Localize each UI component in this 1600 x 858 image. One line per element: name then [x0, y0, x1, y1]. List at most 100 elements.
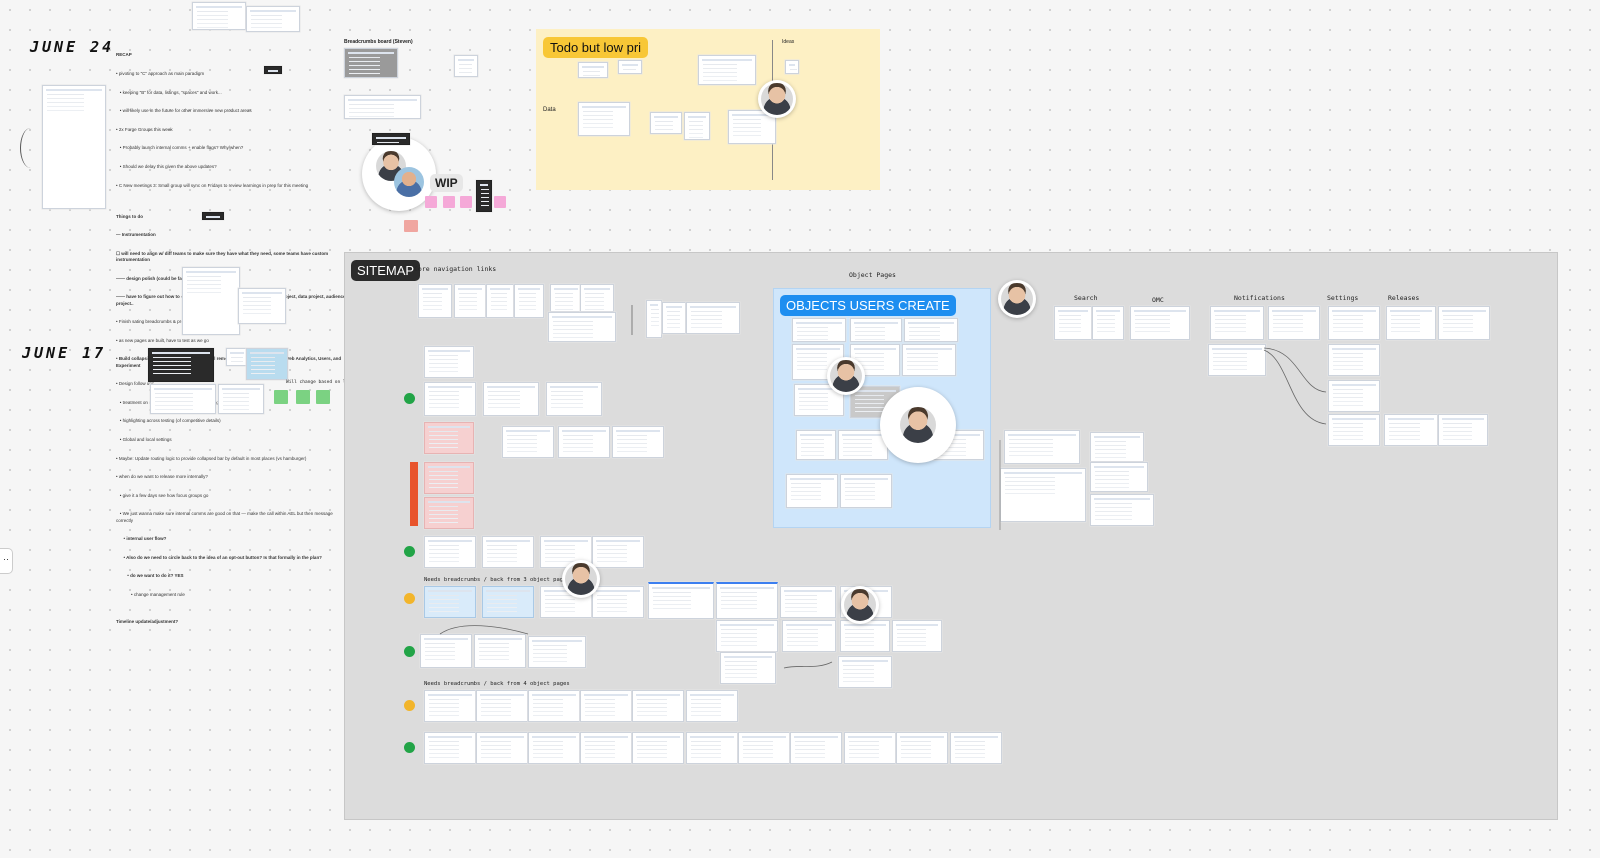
page-thumbnail[interactable] — [476, 690, 528, 722]
page-thumbnail[interactable] — [632, 732, 684, 764]
page-thumbnail[interactable] — [686, 732, 738, 764]
releases-page-thumbnail[interactable] — [1384, 414, 1438, 446]
page-thumbnail[interactable] — [1090, 494, 1154, 526]
page-thumbnail[interactable] — [790, 732, 842, 764]
search-page-thumbnail[interactable] — [1054, 306, 1092, 340]
screenshot-thumbnail[interactable] — [246, 6, 300, 32]
screenshot-thumbnail[interactable] — [218, 384, 264, 414]
avatar[interactable] — [827, 357, 865, 395]
todo-thumbnail[interactable] — [618, 60, 642, 74]
page-thumbnail[interactable] — [580, 690, 632, 722]
avatar-large[interactable] — [880, 387, 956, 463]
page-thumbnail[interactable] — [738, 732, 790, 764]
page-thumbnail[interactable] — [720, 652, 776, 684]
page-thumbnail[interactable] — [482, 536, 534, 568]
pink-sticky-note[interactable] — [460, 196, 472, 208]
avatar[interactable] — [841, 586, 879, 624]
object-page-thumbnail[interactable] — [796, 430, 836, 460]
screenshot-thumbnail[interactable] — [182, 267, 240, 335]
page-thumbnail[interactable] — [580, 284, 614, 312]
settings-page-thumbnail[interactable] — [1328, 414, 1380, 446]
search-page-thumbnail[interactable] — [1092, 306, 1124, 340]
breadcrumbs-thumbnail[interactable] — [454, 55, 478, 77]
document-thumbnail[interactable] — [42, 85, 106, 209]
page-thumbnail[interactable] — [1090, 432, 1144, 462]
page-thumbnail[interactable] — [592, 536, 644, 568]
terminal-screenshot-thumbnail[interactable] — [148, 348, 214, 382]
page-thumbnail[interactable] — [424, 690, 476, 722]
page-thumbnail[interactable] — [424, 346, 474, 378]
notifications-page-thumbnail[interactable] — [1268, 306, 1320, 340]
object-page-thumbnail[interactable] — [840, 474, 892, 508]
page-thumbnail[interactable] — [548, 312, 616, 342]
releases-page-thumbnail[interactable] — [1438, 414, 1488, 446]
page-thumbnail[interactable] — [424, 422, 474, 454]
page-thumbnail[interactable] — [546, 382, 602, 416]
page-thumbnail[interactable] — [782, 620, 836, 652]
screenshot-thumbnail[interactable] — [476, 180, 492, 212]
page-thumbnail[interactable] — [716, 620, 778, 652]
todo-tag[interactable]: Todo but low pri — [543, 37, 649, 58]
page-thumbnail[interactable] — [686, 302, 740, 334]
page-thumbnail[interactable] — [528, 732, 580, 764]
code-snippet-thumbnail[interactable] — [202, 212, 224, 220]
page-thumbnail[interactable] — [662, 302, 686, 334]
page-thumbnail[interactable] — [424, 536, 476, 568]
page-thumbnail[interactable] — [502, 426, 554, 458]
notifications-page-thumbnail[interactable] — [1210, 306, 1264, 340]
wip-tag[interactable]: WIP — [430, 174, 463, 192]
page-thumbnail[interactable] — [896, 732, 948, 764]
diagram-thumbnail[interactable] — [246, 348, 288, 380]
page-thumbnail[interactable] — [592, 586, 644, 618]
screenshot-thumbnail[interactable] — [150, 384, 216, 414]
page-thumbnail[interactable] — [950, 732, 1002, 764]
page-thumbnail[interactable] — [892, 620, 942, 652]
green-sticky-note[interactable] — [296, 390, 310, 404]
green-sticky-note[interactable] — [274, 390, 288, 404]
breadcrumbs-thumbnail[interactable] — [344, 95, 421, 119]
page-thumbnail[interactable] — [418, 284, 452, 318]
objects-users-create-tag[interactable]: OBJECTS USERS CREATE — [780, 295, 956, 316]
avatar[interactable] — [562, 560, 600, 598]
todo-thumbnail[interactable] — [684, 112, 710, 140]
page-thumbnail[interactable] — [838, 656, 892, 688]
object-page-thumbnail[interactable] — [902, 344, 956, 376]
page-thumbnail[interactable] — [580, 732, 632, 764]
settings-page-thumbnail[interactable] — [1328, 306, 1380, 340]
green-sticky-note[interactable] — [316, 390, 330, 404]
page-thumbnail[interactable] — [648, 582, 714, 619]
avatar-group[interactable] — [362, 137, 436, 211]
page-thumbnail[interactable] — [474, 634, 526, 668]
todo-thumbnail[interactable] — [650, 112, 682, 134]
todo-thumbnail[interactable] — [785, 60, 799, 74]
page-thumbnail[interactable] — [646, 300, 662, 338]
avatar[interactable] — [998, 280, 1036, 318]
notifications-page-thumbnail[interactable] — [1208, 344, 1266, 376]
page-thumbnail[interactable] — [686, 690, 738, 722]
settings-page-thumbnail[interactable] — [1328, 344, 1380, 376]
object-page-thumbnail[interactable] — [792, 318, 846, 342]
code-snippet-thumbnail[interactable] — [264, 66, 282, 74]
object-page-thumbnail[interactable] — [794, 384, 844, 416]
page-thumbnail[interactable] — [612, 426, 664, 458]
page-thumbnail[interactable] — [482, 586, 534, 618]
page-thumbnail[interactable] — [420, 634, 472, 668]
sitemap-tag[interactable]: SITEMAP — [351, 260, 421, 281]
screenshot-thumbnail[interactable] — [192, 2, 246, 30]
releases-page-thumbnail[interactable] — [1386, 306, 1436, 340]
pink-sticky-note[interactable] — [494, 196, 506, 208]
page-thumbnail[interactable] — [716, 582, 778, 619]
page-thumbnail[interactable] — [454, 284, 486, 318]
object-page-thumbnail[interactable] — [838, 430, 888, 460]
page-thumbnail[interactable] — [844, 732, 896, 764]
object-page-thumbnail[interactable] — [850, 318, 902, 342]
page-thumbnail[interactable] — [486, 284, 514, 318]
breadcrumbs-board-thumbnail[interactable] — [344, 48, 398, 78]
page-thumbnail[interactable] — [558, 426, 610, 458]
pink-sticky-note[interactable] — [425, 196, 437, 208]
object-page-thumbnail[interactable] — [786, 474, 838, 508]
page-thumbnail[interactable] — [780, 586, 836, 618]
page-thumbnail[interactable] — [632, 690, 684, 722]
releases-page-thumbnail[interactable] — [1438, 306, 1490, 340]
pink-sticky-note[interactable] — [443, 196, 455, 208]
